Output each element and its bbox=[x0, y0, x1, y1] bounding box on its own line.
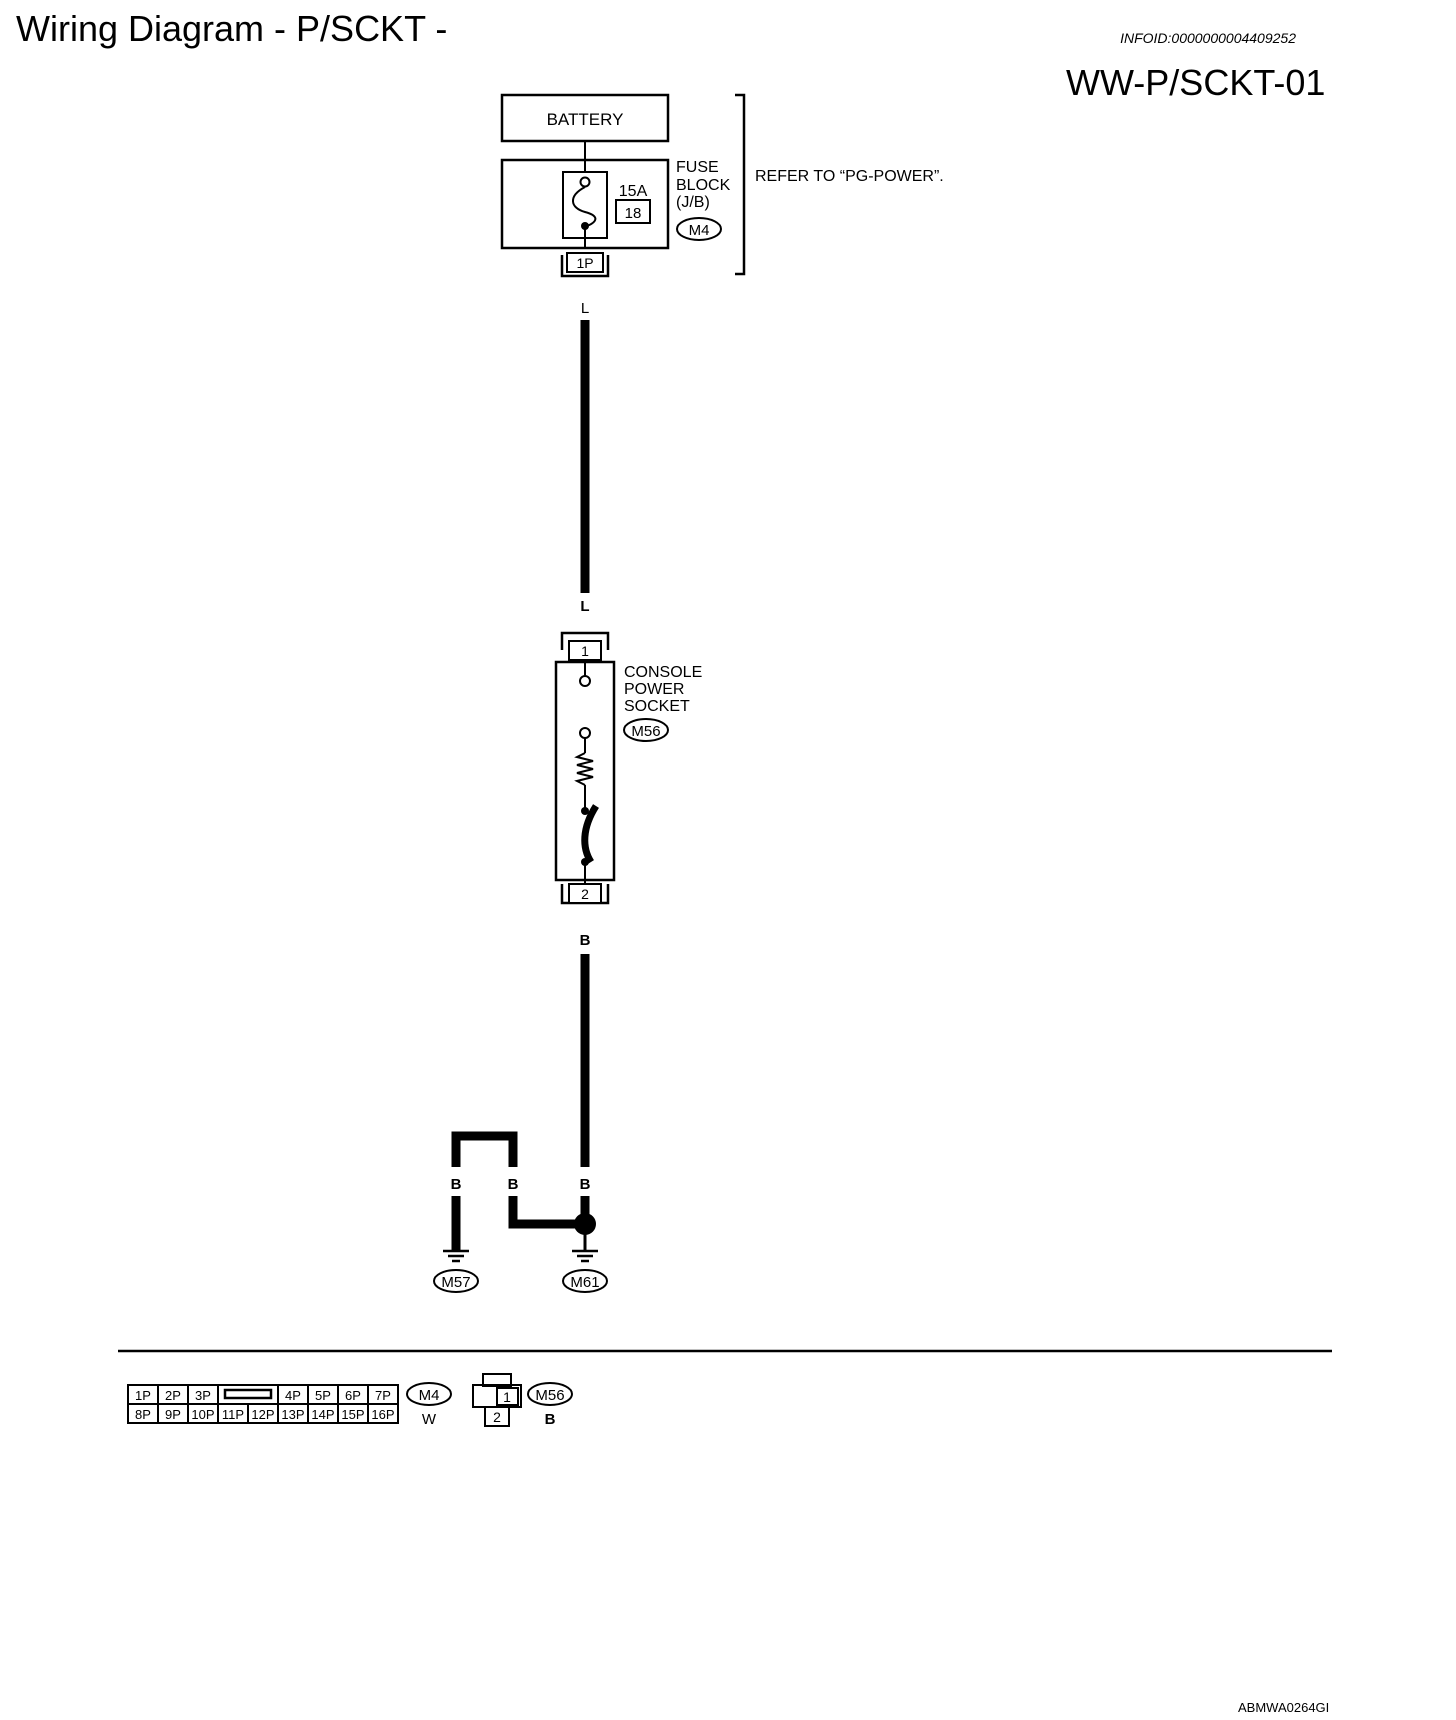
svg-text:1: 1 bbox=[581, 643, 589, 659]
wire-color-b-left: B bbox=[451, 1176, 462, 1193]
fuse-element bbox=[572, 186, 597, 227]
wire-color-b-top: B bbox=[580, 932, 591, 949]
console-power-socket: 1 2 CONSOLE POWER SOCKET M56 bbox=[554, 631, 702, 905]
socket-connector-badge bbox=[623, 718, 669, 742]
socket-label-2: POWER bbox=[624, 681, 684, 698]
info-id: INFOID:0000000004409252 bbox=[1120, 30, 1296, 46]
m4-legend-name: M4 bbox=[419, 1387, 440, 1404]
fuse-block-label-3: (J/B) bbox=[676, 194, 710, 211]
fuse-block-label-1: FUSE bbox=[676, 159, 719, 176]
fuse-terminal-top bbox=[579, 176, 591, 188]
svg-text:1P: 1P bbox=[576, 255, 593, 271]
wire-color-l-top: L bbox=[581, 300, 589, 317]
ground-m61: M61 bbox=[562, 1249, 608, 1293]
fuse-block: 15A 18 FUSE BLOCK (J/B) M4 bbox=[500, 158, 731, 250]
svg-text:14P: 14P bbox=[311, 1407, 334, 1422]
ground-m57: M57 bbox=[433, 1249, 479, 1293]
svg-text:9P: 9P bbox=[165, 1407, 181, 1422]
battery-label: BATTERY bbox=[547, 110, 624, 129]
svg-text:15P: 15P bbox=[341, 1407, 364, 1422]
svg-text:2P: 2P bbox=[165, 1388, 181, 1403]
connector-m4-legend: 1P 2P 3P 4P 5P 6P 7P 8P 9P 10P 11P 12P 1… bbox=[127, 1382, 452, 1428]
diagram-id: WW-P/SCKT-01 bbox=[1066, 62, 1326, 103]
fuse-number-box bbox=[615, 199, 651, 224]
svg-text:10P: 10P bbox=[191, 1407, 214, 1422]
power-supply-bracket bbox=[735, 93, 746, 276]
wire-b-loop bbox=[451, 1131, 518, 1167]
terminal-1p: 1P bbox=[560, 252, 610, 278]
svg-text:2: 2 bbox=[493, 1409, 501, 1425]
svg-text:3P: 3P bbox=[195, 1388, 211, 1403]
fuse-number: 18 bbox=[625, 205, 642, 222]
fuse-rating: 15A bbox=[619, 183, 648, 200]
fuse-block-connector-badge bbox=[676, 217, 722, 241]
svg-text:1: 1 bbox=[503, 1389, 511, 1405]
svg-text:8P: 8P bbox=[135, 1407, 151, 1422]
heating-element bbox=[574, 752, 594, 786]
wire-color-l-bottom: L bbox=[580, 598, 589, 615]
ground-right-label: M61 bbox=[570, 1274, 599, 1291]
m56-legend-color: B bbox=[545, 1411, 556, 1428]
m4-lock-tab bbox=[223, 1388, 273, 1400]
connector-m56-legend: 1 2 M56 B bbox=[472, 1373, 573, 1428]
svg-text:13P: 13P bbox=[281, 1407, 304, 1422]
socket-terminal-2 bbox=[568, 883, 602, 904]
socket-contact bbox=[581, 804, 600, 864]
battery: BATTERY bbox=[500, 93, 670, 143]
svg-text:1P: 1P bbox=[135, 1388, 151, 1403]
svg-text:4P: 4P bbox=[285, 1388, 301, 1403]
m4-legend-color: W bbox=[422, 1411, 437, 1428]
socket-connector: M56 bbox=[631, 723, 660, 740]
wire-color-b-right: B bbox=[580, 1176, 591, 1193]
socket-label-3: SOCKET bbox=[624, 698, 690, 715]
svg-text:12P: 12P bbox=[251, 1407, 274, 1422]
svg-text:7P: 7P bbox=[375, 1388, 391, 1403]
wire-color-b-mid: B bbox=[508, 1176, 519, 1193]
refer-text: REFER TO “PG-POWER”. bbox=[755, 168, 944, 185]
page-title: Wiring Diagram - P/SCKT - bbox=[16, 8, 448, 49]
svg-text:2: 2 bbox=[581, 886, 589, 902]
m56-legend-name: M56 bbox=[535, 1387, 564, 1404]
svg-text:5P: 5P bbox=[315, 1388, 331, 1403]
fuse-block-connector: M4 bbox=[689, 222, 710, 239]
svg-text:11P: 11P bbox=[222, 1407, 244, 1422]
svg-text:6P: 6P bbox=[345, 1388, 361, 1403]
socket-label-1: CONSOLE bbox=[624, 664, 702, 681]
ground-left-label: M57 bbox=[441, 1274, 470, 1291]
footer-code: ABMWA0264GI bbox=[1238, 1700, 1330, 1715]
svg-text:16P: 16P bbox=[371, 1407, 394, 1422]
fuse-block-label-2: BLOCK bbox=[676, 177, 731, 194]
